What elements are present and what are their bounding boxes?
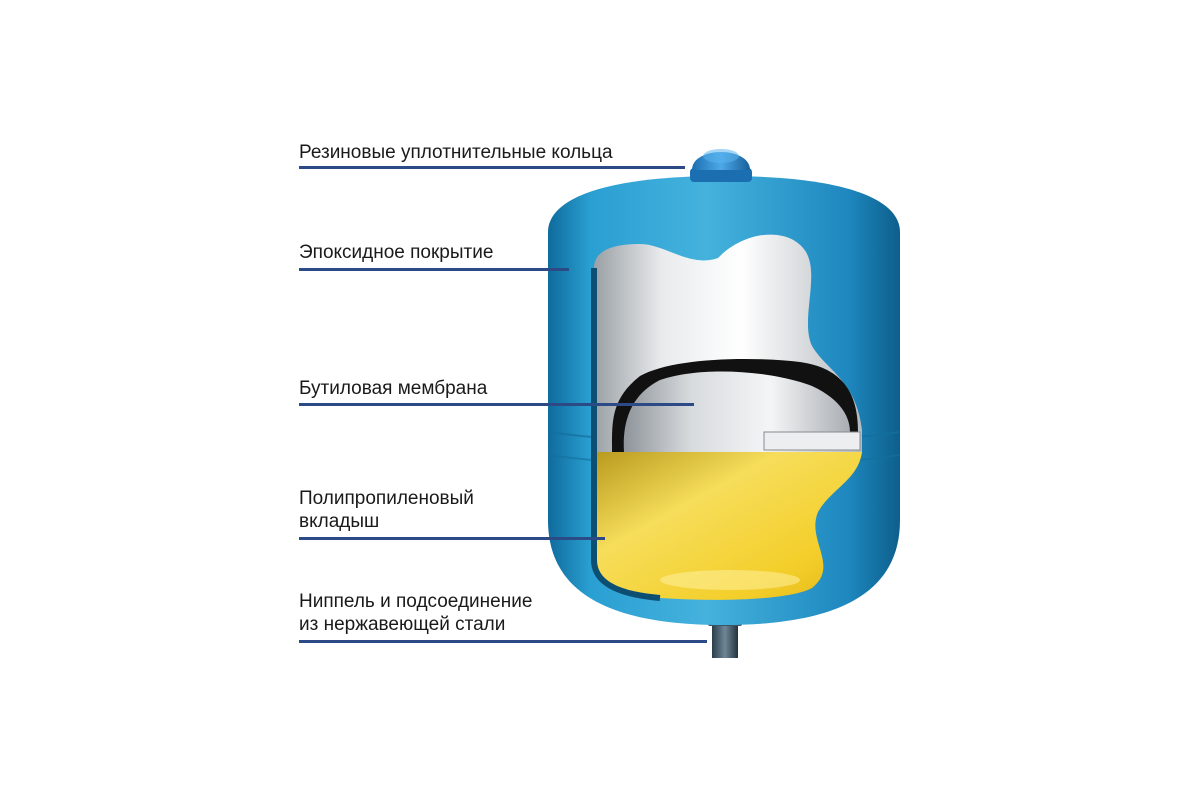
leader-line-rings xyxy=(299,166,685,169)
leader-line-coating xyxy=(299,268,569,271)
liner-highlight xyxy=(660,570,800,590)
label-nipple-line1: Ниппель и подсоединение xyxy=(299,591,533,612)
top-cap-ring xyxy=(690,149,752,182)
label-nipple-line2: из нержавеющей стали xyxy=(299,614,506,635)
membrane-rim xyxy=(763,431,861,451)
polypropylene-liner xyxy=(594,452,862,600)
label-liner-line1: Полипропиленовый xyxy=(299,488,474,509)
label-liner-line2: вкладыш xyxy=(299,511,380,532)
leader-line-liner xyxy=(299,537,605,540)
label-epoxy-coating: Эпоксидное покрытие xyxy=(299,242,494,263)
cutaway-edge xyxy=(591,268,661,601)
label-butyl-membrane: Бутиловая мембрана xyxy=(299,378,488,399)
leader-line-nipple xyxy=(299,640,707,643)
leader-line-membrane xyxy=(299,403,694,406)
label-rubber-rings: Резиновые уплотнительные кольца xyxy=(299,142,613,163)
